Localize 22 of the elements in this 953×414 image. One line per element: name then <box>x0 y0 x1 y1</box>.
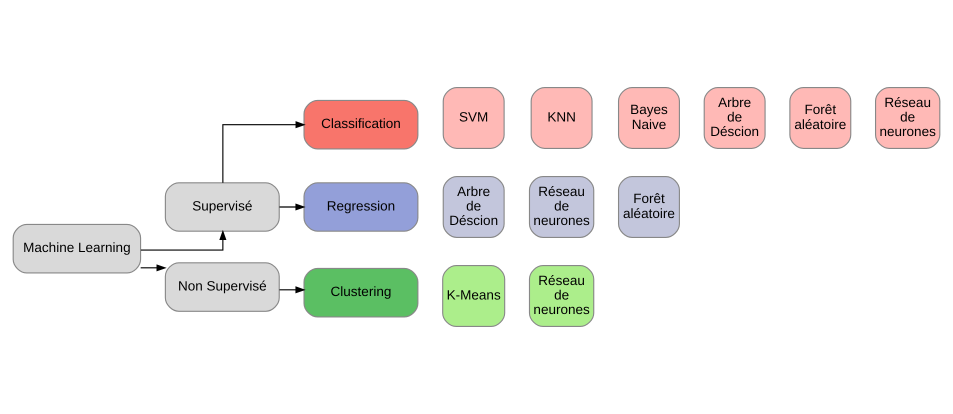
node-box: K-Means <box>442 265 506 328</box>
node-box: Bayes Naive <box>618 86 680 149</box>
node-box: Réseau de neurones <box>528 265 594 328</box>
arrow <box>280 286 306 294</box>
node-box: Forêt aléatoire <box>618 176 680 238</box>
node-box: KNN <box>530 86 593 149</box>
node-box: Arbre de Déscion <box>442 176 505 238</box>
arrow <box>280 203 306 211</box>
node-box: Non Supervisé <box>164 262 280 312</box>
node-box: Réseau de neurones <box>875 86 940 149</box>
node-box: Machine Learning <box>12 224 142 274</box>
node-box: Supervisé <box>164 182 280 232</box>
node-box: Classification <box>303 100 418 150</box>
node-box: SVM <box>442 86 505 149</box>
arrow <box>222 121 306 183</box>
arrow <box>140 264 167 272</box>
node-box: Arbre de Déscion <box>704 86 766 149</box>
node-box: Clustering <box>303 268 418 318</box>
node-box: Forêt aléatoire <box>789 86 852 149</box>
node-box: Regression <box>303 182 418 232</box>
arrow <box>140 230 226 251</box>
node-box: Réseau de neurones <box>528 176 594 238</box>
